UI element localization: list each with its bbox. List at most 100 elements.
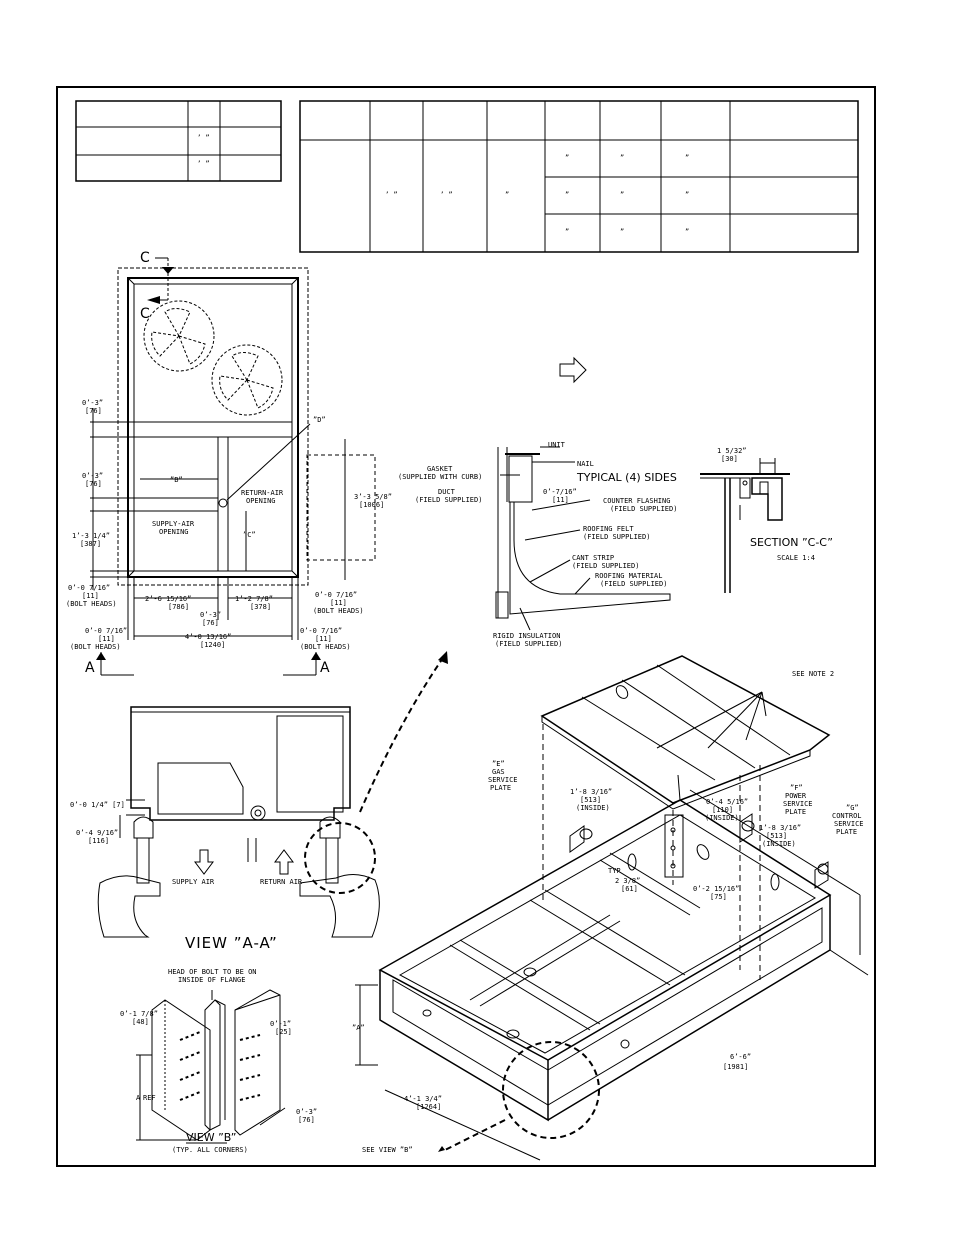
iso-gas-2: SERVICE (488, 776, 518, 784)
bolt-heads-br: (BOLT HEADS) (300, 643, 351, 651)
large-table-mark-1: ’ ” (385, 191, 398, 199)
large-table: ’ ” ’ ” ” ” ” ” ” ” ” ” ” ” (299, 100, 859, 253)
curb-rigid-insulation: RIGID INSULATION (493, 632, 560, 640)
view-b-head-note-2: INSIDE OF FLANGE (178, 976, 245, 984)
dim-7-16-bl-mm: [11] (98, 635, 115, 643)
view-b-ref: REF (143, 1094, 156, 1102)
small-table-mark-1: ’ ” (197, 134, 210, 142)
iso-see-note: SEE NOTE 2 (792, 670, 834, 678)
section-cc-detail (700, 458, 790, 593)
iso-control-2: SERVICE (834, 820, 864, 828)
iso-dim-1ft8a: 1’-8 3/16” (570, 788, 612, 796)
iso-dim-1ft8b-note: (INSIDE) (762, 840, 796, 848)
section-c-label-2: C (140, 306, 150, 322)
view-b-title: VIEW ”B” (186, 1131, 236, 1144)
return-air-label: RETURN-AIR (241, 489, 284, 497)
bolt-heads-right: (BOLT HEADS) (313, 607, 364, 615)
top-plan-view: C C A A (85, 250, 376, 676)
dim-7-16-br-mm: [11] (315, 635, 332, 643)
curb-duct-note: (FIELD SUPPLIED) (415, 496, 482, 504)
iso-gas-e: ”E” (492, 760, 505, 768)
bolt-heads-bl: (BOLT HEADS) (70, 643, 121, 651)
iso-control-1: CONTROL (832, 812, 862, 820)
dim-7-16-bl: 0’-0 7/16” (85, 627, 127, 635)
curb-duct-label: DUCT (438, 488, 456, 496)
iso-typ: TYP (608, 867, 621, 875)
small-table-mark-2: ’ ” (197, 160, 210, 168)
iso-dim-2-15-mm: [75] (710, 893, 727, 901)
dim-3in-mid-mm: [76] (85, 480, 102, 488)
curb-insulation-note: (FIELD SUPPLIED) (495, 640, 562, 648)
curb-gasket-note: (SUPPLIED WITH CURB) (398, 473, 482, 481)
dim-7-16-right-mm: [11] (330, 599, 347, 607)
view-b-dim-3-mm: [76] (298, 1116, 315, 1124)
dim-3ft3-mm: [1006] (359, 501, 384, 509)
view-aa-title: VIEW ”A-A” (185, 934, 278, 952)
large-table-mark-2: ’ ” (440, 191, 453, 199)
airflow-arrow-icon (559, 356, 587, 384)
large-table-mark-10: ” (565, 228, 569, 236)
section-cc-title: SECTION ”C-C” (750, 536, 833, 549)
curb-dim-7-16: 0’-7/16” (543, 488, 577, 496)
view-b-note: (TYP. ALL CORNERS) (172, 1146, 248, 1154)
iso-dim-6ft6-mm: [1981] (723, 1063, 748, 1071)
large-table-mark-4: ” (565, 154, 569, 162)
dim-1ft3-mm: [387] (80, 540, 101, 548)
view-aa-dim-1-4: 0’-0 1/4” [7] (70, 801, 125, 809)
view-b-dim-3: 0’-3” (296, 1108, 317, 1116)
gas-service-plate (569, 825, 585, 853)
dim-1ft2-mm: [378] (250, 603, 271, 611)
curb-roofing-material: ROOFING MATERIAL (595, 572, 662, 580)
dim-2ft6: 2’-6 15/16” (145, 595, 191, 603)
large-table-mark-3: ” (505, 191, 509, 199)
curb-gasket-label: GASKET (427, 465, 453, 473)
iso-dim-4-5-mm: [110] (712, 806, 733, 814)
view-b-dim-1-mm: [25] (275, 1028, 292, 1036)
iso-power-2: SERVICE (783, 800, 813, 808)
iso-dim-1ft8b-mm: [513] (766, 832, 787, 840)
iso-power-f: ”F” (790, 784, 803, 792)
iso-dim-a: ”A” (352, 1024, 365, 1032)
dim-3in-bot: 0’-3” (200, 611, 221, 619)
dim-3ft3: 3’-3 5/8” (354, 493, 392, 501)
large-table-mark-12: ” (685, 228, 689, 236)
iso-dim-2-3-mm: [61] (621, 885, 638, 893)
iso-see-view-b: SEE VIEW ”B” (362, 1146, 413, 1154)
large-table-mark-8: ” (620, 191, 624, 199)
dim-7-16-br: 0’-0 7/16” (300, 627, 342, 635)
iso-gas-1: GAS (492, 768, 505, 776)
dim-1ft3: 1’-3 1/4” (72, 532, 110, 540)
section-cc-dim: 1 5/32” (717, 447, 747, 455)
supply-air-label: SUPPLY-AIR (152, 520, 195, 528)
iso-dim-4-5-note: (INSIDE) (705, 814, 739, 822)
section-c-label-1: C (140, 250, 150, 266)
view-b-dim-1-7: 0’-1 7/8” (120, 1010, 158, 1018)
dim-7-16-right: 0’-0 7/16” (315, 591, 357, 599)
bolt-heads-left: (BOLT HEADS) (66, 600, 117, 608)
section-cc-scale: SCALE 1:4 (777, 554, 815, 562)
large-table-mark-7: ” (565, 191, 569, 199)
sheet-frame (56, 86, 876, 1167)
iso-control-3: PLATE (836, 828, 857, 836)
iso-dim-4ft1-mm: [1264] (416, 1103, 441, 1111)
iso-dim-4-5: 0’-4 5/16” (706, 798, 748, 806)
iso-dim-2-15: 0’-2 15/16” (693, 885, 739, 893)
large-table-mark-6: ” (685, 154, 689, 162)
dim-3in-bot-mm: [76] (202, 619, 219, 627)
curb-nail-label: NAIL (577, 460, 594, 468)
view-aa-dim-4-9: 0’-4 9/16” (76, 829, 118, 837)
view-aa-return-air: RETURN AIR (260, 878, 303, 886)
label-d: ”D” (313, 416, 326, 424)
iso-dim-4ft1: 4’-1 3/4” (404, 1095, 442, 1103)
curb-cant-note: (FIELD SUPPLIED) (572, 562, 639, 570)
view-b-head-note-1: HEAD OF BOLT TO BE ON (168, 968, 257, 976)
view-aa-dim-4-9-mm: [116] (88, 837, 109, 845)
view-aa-supply-air: SUPPLY AIR (172, 878, 215, 886)
iso-dim-6ft6: 6’-6” (730, 1053, 751, 1061)
dim-4ft0: 4’-0 13/16” (185, 633, 231, 641)
section-cc-dim-mm: [30] (721, 455, 738, 463)
return-opening-label: OPENING (246, 497, 276, 505)
view-b-dim-1: 0’-1” (270, 1020, 291, 1028)
condenser-fan-1 (143, 300, 215, 372)
